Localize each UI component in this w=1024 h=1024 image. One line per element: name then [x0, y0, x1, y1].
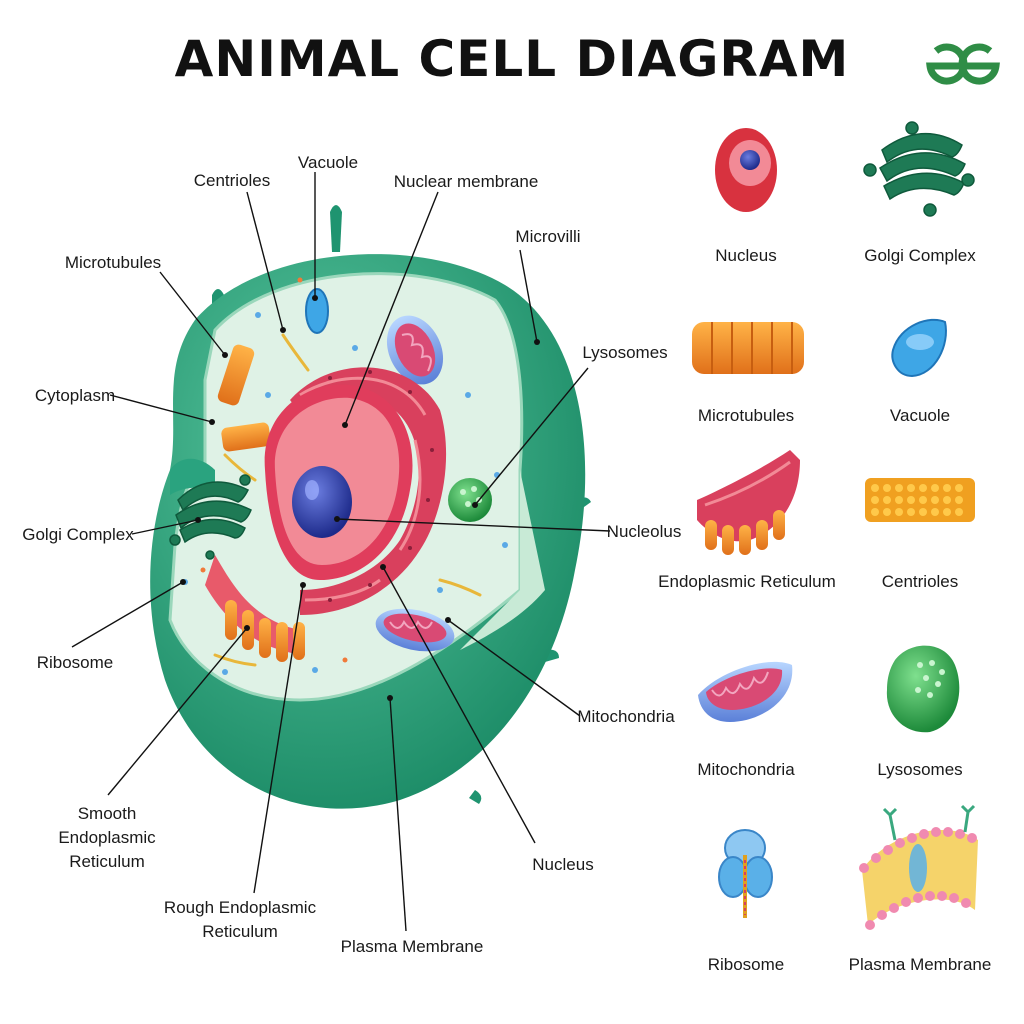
label-mitochondria: Mitochondria	[577, 707, 675, 726]
legend-caption-golgi-complex: Golgi Complex	[864, 246, 976, 265]
legend-caption-centrioles: Centrioles	[881, 572, 959, 591]
label-golgi-complex: Golgi Complex	[22, 525, 134, 544]
ribosome-icon	[718, 829, 773, 918]
label-nuclear-membrane: Nuclear membrane	[394, 172, 539, 191]
legend-caption-nucleus: Nucleus	[715, 246, 777, 265]
label-smooth-er: Smooth	[78, 804, 137, 823]
label-microvilli: Microvilli	[515, 227, 580, 246]
legend-caption-lysosomes: Lysosomes	[877, 760, 963, 779]
label-nucleus: Nucleus	[532, 855, 593, 874]
label-lysosomes: Lysosomes	[582, 343, 667, 362]
legend-caption-mitochondria: Mitochondria	[697, 760, 795, 779]
label-nucleolus: Nucleolus	[607, 522, 682, 541]
vacuole	[305, 288, 329, 334]
nucleus	[264, 384, 413, 580]
legend-icons	[692, 121, 978, 930]
geeksforgeeks-logo	[926, 43, 1000, 85]
mitochondria	[375, 315, 455, 652]
legend-caption-endoplasmic-reticulum: Endoplasmic Reticulum	[658, 572, 836, 591]
microtubules-icon	[692, 322, 804, 374]
label-rough-er: Reticulum	[202, 922, 278, 941]
endoplasmic-reticulum-icon	[697, 450, 800, 555]
label-smooth-er: Reticulum	[69, 852, 145, 871]
ribosome-dots	[182, 312, 508, 675]
legend-caption-ribosome: Ribosome	[707, 955, 785, 974]
lysosomes-icon	[886, 645, 960, 733]
leader-lines	[71, 172, 611, 932]
nucleus-icon	[715, 128, 777, 212]
label-centrioles: Centrioles	[194, 171, 271, 190]
label-cytoplasm: Cytoplasm	[35, 386, 115, 405]
centrioles-icon	[865, 478, 975, 522]
microtubules	[217, 344, 271, 452]
legend-caption-plasma-membrane: Plasma Membrane	[848, 955, 992, 974]
cell-illustration	[150, 205, 591, 809]
endoplasmic-reticulum	[205, 367, 447, 662]
lysosome	[448, 478, 492, 522]
label-smooth-er: Endoplasmic	[58, 828, 156, 847]
cell-labels: Centrioles Vacuole Nuclear membrane Micr…	[22, 153, 681, 956]
label-ribosome: Ribosome	[37, 653, 114, 672]
label-microtubules: Microtubules	[65, 253, 161, 272]
label-rough-er: Rough Endoplasmic	[164, 898, 317, 917]
mitochondria-icon	[698, 661, 793, 722]
legend-caption-microtubules: Microtubules	[697, 406, 795, 425]
nucleolus	[292, 466, 352, 538]
label-plasma-membrane: Plasma Membrane	[341, 937, 484, 956]
golgi-complex	[169, 474, 252, 560]
vacuole-icon	[891, 318, 947, 378]
legend-caption-vacuole: Vacuole	[889, 406, 951, 425]
golgi-complex-icon	[863, 121, 975, 217]
plasma-membrane-icon	[859, 804, 978, 930]
label-vacuole: Vacuole	[298, 153, 358, 172]
page-title: ANIMAL CELL DIAGRAM	[174, 30, 850, 88]
